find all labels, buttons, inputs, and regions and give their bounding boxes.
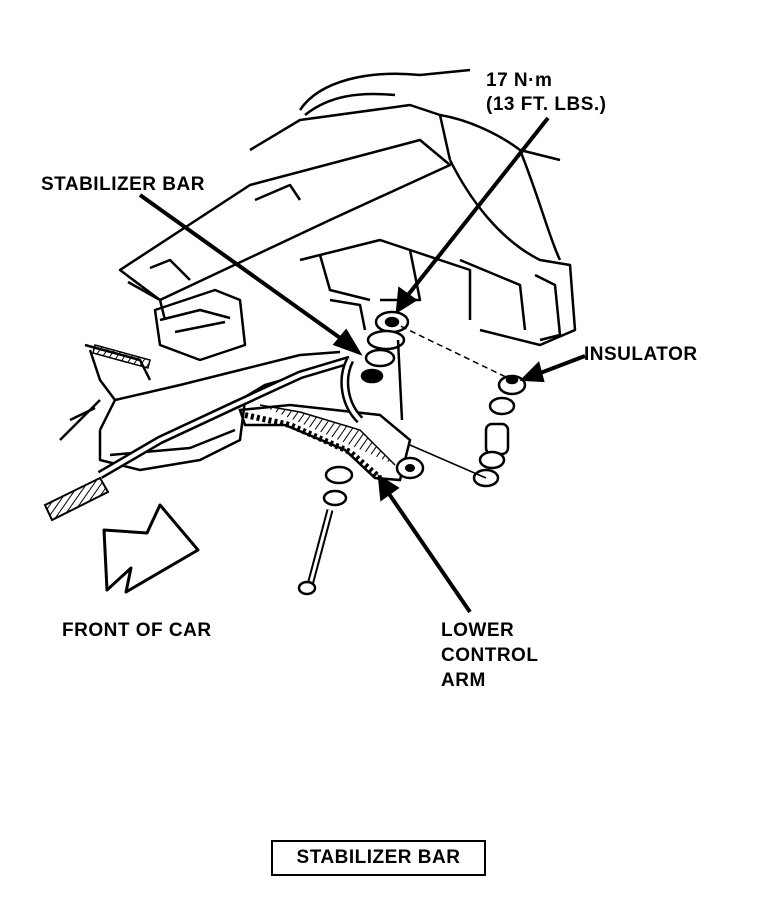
lower-control-arm (238, 403, 425, 482)
brake-line-hatched (43, 344, 151, 522)
lower-control-arm-label-line1: LOWER (441, 620, 515, 641)
lower-control-arm-label-line2: CONTROL (441, 645, 539, 666)
lower-bolt-assembly (297, 465, 354, 596)
stabilizer-bar (97, 355, 364, 479)
front-of-car-label: FRONT OF CAR (62, 620, 212, 641)
torque-spec-label: 17 N·m (13 FT. LBS.) (486, 69, 607, 117)
vehicle-frame-outline (59, 68, 577, 472)
front-of-car-arrow (102, 503, 200, 594)
lower-control-arm-label-line3: ARM (441, 670, 486, 691)
figure-caption: STABILIZER BAR (271, 840, 486, 876)
leader-arrows (138, 116, 586, 614)
insulator-label: INSULATOR (584, 344, 698, 365)
lower-control-arm-label: LOWER CONTROL ARM (441, 618, 538, 693)
stabilizer-bar-label: STABILIZER BAR (41, 174, 205, 195)
stabilizer-link-assembly (360, 310, 410, 421)
torque-spec-metric: 17 N·m (486, 70, 553, 91)
insulator-bushing-stack (391, 321, 527, 488)
torque-spec-imperial: (13 FT. LBS.) (486, 94, 607, 115)
